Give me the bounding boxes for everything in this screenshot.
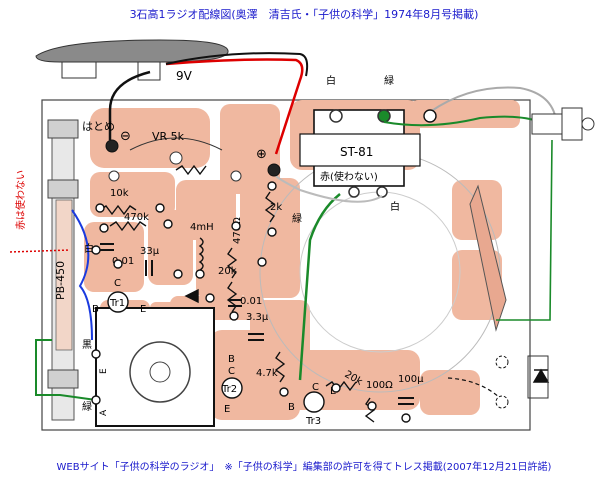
antenna-white-label: 白 xyxy=(84,242,94,255)
tr3-collector-label: C xyxy=(312,382,319,393)
capacitor-3-3u-label: 3.3μ xyxy=(246,312,269,323)
antenna-green-wire xyxy=(35,339,97,401)
coil-pin-e-label: E xyxy=(99,368,109,374)
red-unused-vertical-label: 赤は使わない xyxy=(14,170,27,230)
transformer-green-label: 緑 xyxy=(384,74,394,87)
tr2-collector-label: C xyxy=(228,366,235,377)
antenna-green-label: 緑 xyxy=(82,400,92,413)
transformer-red-pin xyxy=(348,186,360,198)
transformer-green-wire xyxy=(298,193,341,381)
coil-4mh-label: 4mH xyxy=(190,222,214,233)
earphone-jack xyxy=(531,107,595,141)
resistor-47k-label: 4.7k xyxy=(256,368,278,379)
hatome-label: はとめ xyxy=(82,120,115,133)
transformer-white-label: 白 xyxy=(326,74,336,87)
speaker-frame xyxy=(95,307,215,427)
transformer-red-unused-label: 赤(使わない) xyxy=(320,170,378,183)
tr2-label: Tr2 xyxy=(221,384,237,395)
resistor-2k-label: 2k xyxy=(270,202,282,213)
dial-pin-bottom xyxy=(495,395,509,409)
dial-dashed-wire xyxy=(447,377,501,399)
negative-terminal xyxy=(105,139,119,153)
transistor-tr1 xyxy=(107,291,129,313)
coil-4mh xyxy=(198,237,204,271)
pb450-label: PB-450 xyxy=(54,261,67,300)
capacitor-001a-label: 0.01 xyxy=(112,256,134,267)
pcb-pads xyxy=(91,109,437,423)
tr1-base-label: B xyxy=(92,304,99,315)
earphone-white-wire xyxy=(429,86,557,121)
coil-pin-a-label: A xyxy=(99,409,109,416)
vr-label: VR 5k xyxy=(152,130,185,143)
battery-voltage-label: 9V xyxy=(176,69,193,83)
negative-terminal-label: ⊖ xyxy=(120,129,131,144)
capacitor-001b-label: 0.01 xyxy=(240,296,262,307)
transformer-white-pin xyxy=(329,109,343,123)
battery-9v xyxy=(35,39,229,81)
transformer-label: ST-81 xyxy=(340,145,373,159)
battery-black-lead xyxy=(165,52,309,77)
antenna-black-label: 黒 xyxy=(82,339,92,351)
tr3-base-label: B xyxy=(288,402,295,413)
tr1-label: Tr1 xyxy=(109,298,125,309)
transformer-white-wire xyxy=(275,175,383,203)
detector-diode xyxy=(184,288,199,304)
vr-pot-right-pin xyxy=(230,170,242,182)
vr-arc xyxy=(129,137,223,151)
tr1-emitter-label: E xyxy=(140,304,146,315)
transformer-white-bottom-label: 白 xyxy=(390,200,400,213)
transistor-tr3 xyxy=(303,391,325,413)
capacitor-33u-label: 33μ xyxy=(140,246,160,257)
speaker-center xyxy=(149,361,171,383)
antenna-blue-wire xyxy=(71,209,93,341)
resistor-100ohm-label: 100Ω xyxy=(366,380,393,391)
dial-pointer-arm xyxy=(469,184,507,332)
transformer-wire-green-label: 緑 xyxy=(292,212,302,225)
dial-diode xyxy=(532,368,550,383)
transformer-white-pin-bottom xyxy=(376,186,388,198)
tr1-collector-label: C xyxy=(114,278,121,289)
dial-green-wire xyxy=(496,139,553,321)
dial-pin-top xyxy=(495,355,509,369)
resistor-470k-label: 470k xyxy=(124,212,149,223)
transformer-green-pin xyxy=(377,109,391,123)
tr3-label: Tr3 xyxy=(305,416,321,427)
resistor-10k-label: 10k xyxy=(110,188,129,199)
positive-terminal-label: ⊕ xyxy=(256,147,267,162)
battery-negative-wire xyxy=(108,70,151,140)
resistor-470ohm-label: 470Ω xyxy=(232,217,243,244)
battery-positive-wire xyxy=(165,58,304,155)
positive-terminal xyxy=(267,163,281,177)
vr-pot-wiper xyxy=(169,151,183,165)
resistor-20k-mid-label: 20k xyxy=(218,266,237,277)
speaker-cone xyxy=(129,341,191,403)
tr2-emitter-label: E xyxy=(224,404,230,415)
vr-pot-left-pin xyxy=(108,170,120,182)
page-title: 3石高1ラジオ配線図(奥澤 清吉氏・「子供の科学」1974年8月号掲載) xyxy=(129,8,479,21)
capacitor-100u-label: 100μ xyxy=(398,374,424,385)
capacitors xyxy=(100,243,414,405)
page-footer-credit: WEBサイト「子供の科学のラジオ」 ※「子供の科学」編集部の許可を得てトレス掲載… xyxy=(56,462,552,473)
transistor-tr2 xyxy=(221,377,243,399)
ferrite-bar-antenna xyxy=(47,119,79,421)
dial-diode-box xyxy=(527,355,549,399)
tr2-base-label: B xyxy=(228,354,235,365)
earphone-green-wire xyxy=(383,115,541,127)
